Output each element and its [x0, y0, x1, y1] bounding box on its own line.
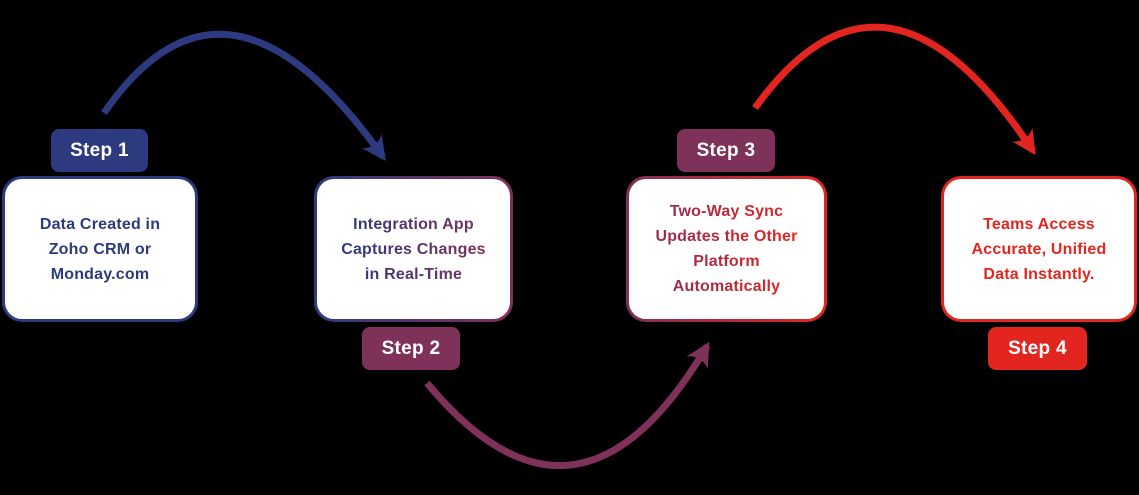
step-2-description: Integration App Captures Changes in Real…	[341, 212, 486, 287]
step-1-card: Data Created in Zoho CRM or Monday.com	[2, 176, 198, 322]
step-2-card: Integration App Captures Changes in Real…	[314, 176, 513, 322]
step-4-badge-label: Step 4	[1008, 337, 1067, 359]
step-3-badge: Step 3	[677, 129, 775, 172]
arrow-step2-to-step3	[424, 341, 711, 469]
step-2-card-body: Integration App Captures Changes in Real…	[317, 179, 510, 319]
step-2-badge-label: Step 2	[381, 337, 441, 359]
step-3-card-body: Two-Way Sync Updates the Other Platform …	[629, 179, 824, 319]
step-1-card-body: Data Created in Zoho CRM or Monday.com	[5, 179, 195, 319]
arrow-step3-to-step4	[752, 23, 1036, 156]
step-4-card: Teams Access Accurate, Unified Data Inst…	[941, 176, 1137, 322]
step-2-badge: Step 2	[362, 327, 460, 370]
step-4-card-body: Teams Access Accurate, Unified Data Inst…	[944, 179, 1134, 319]
step-1-badge: Step 1	[51, 129, 148, 172]
step-4-badge: Step 4	[988, 327, 1087, 370]
step-4-description: Teams Access Accurate, Unified Data Inst…	[971, 215, 1107, 283]
step-3-description: Two-Way Sync Updates the Other Platform …	[655, 199, 797, 299]
step-1-badge-label: Step 1	[70, 139, 129, 161]
step-1-description: Data Created in Zoho CRM or Monday.com	[39, 215, 161, 283]
step-3-card: Two-Way Sync Updates the Other Platform …	[626, 176, 827, 322]
step-3-badge-label: Step 3	[696, 139, 756, 161]
